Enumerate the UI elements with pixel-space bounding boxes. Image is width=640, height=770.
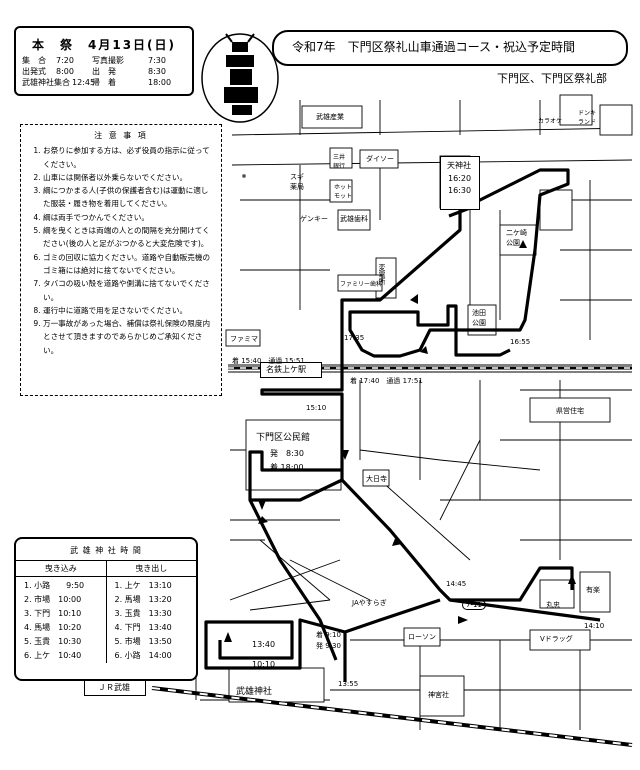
schedule-label: 集 合	[22, 56, 46, 65]
schedule-time: 12:45	[72, 78, 96, 87]
schedule-label: 出発式	[22, 67, 46, 76]
place-label: 変電所	[378, 264, 386, 285]
note-item: 綱につかまる人(子供の保護者含む)は運動に適した服装・履き物を着用してください。	[43, 184, 215, 211]
note-item: 綱を曳くときは両端の人との間隔を充分開けてください(後の人と足がぶつかると大変危…	[43, 224, 215, 251]
shrine-out-row: 5. 市場 13:50	[114, 637, 172, 646]
page-title: 令和7年 下門区祭礼山車通過コース・祝込予定時間	[292, 40, 576, 54]
place-label: ローソン	[408, 633, 436, 641]
time-label: 着 17:40 通過 17:51	[350, 377, 423, 385]
place-label: 大日寺	[366, 475, 387, 483]
shrine-schedule-box: 武 雄 神 社 時 間 曳き込み 曳き出し 1. 小路 9:50 2. 市場 1…	[14, 537, 198, 681]
place-label: ファミマ	[230, 335, 258, 343]
place-label: 7-11	[462, 600, 486, 610]
time-label: 17:35	[344, 334, 365, 342]
place-label: 武雄産業	[316, 113, 344, 121]
tenjinsha-label: 天神社	[447, 161, 471, 170]
shrine-col-out: 曳き出し	[135, 564, 168, 573]
tenjinsha-time: 16:30	[448, 186, 472, 195]
shrine-in-row: 2. 市場 10:00	[24, 595, 82, 604]
time-label: 13:55	[338, 680, 359, 688]
float-route	[204, 168, 601, 682]
shrine-in-row: 1. 小路 9:50	[24, 581, 85, 590]
place-label: ゲンキー	[300, 215, 328, 223]
place-label: 有楽	[586, 586, 600, 594]
shrine-out-row: 2. 馬場 13:20	[114, 595, 172, 604]
time-label: 14:45	[446, 580, 467, 588]
kominkan-dep: 発 8:30	[270, 449, 304, 458]
place-label: Vドラッグ	[540, 635, 573, 643]
schedule-time: 7:20	[56, 56, 74, 65]
place-label: カラオケ	[538, 118, 563, 125]
notes-box: 注 意 事 項 お祭りに参加する方は、必ず役員の指示に従ってください。 山車には…	[20, 124, 222, 396]
time-label: 13:40	[252, 640, 276, 649]
title-banner	[272, 30, 628, 66]
time-label: 発 9:30	[316, 642, 341, 650]
schedule-label: 写真撮影	[92, 56, 124, 65]
kominkan-label: 下門区公民館	[256, 433, 311, 443]
place-label: 神宮社	[428, 691, 449, 699]
tenjinsha-box	[440, 156, 480, 210]
note-item: 万一事故があった場合、補償は祭礼保険の限度内とさせて頂きますのであらかじめご承知…	[43, 317, 215, 357]
time-label: 着 9:10	[316, 631, 341, 639]
time-label: 16:55	[510, 338, 531, 346]
notes-list: お祭りに参加する方は、必ず役員の指示に従ってください。 山車には関係者以外乗らな…	[21, 144, 221, 357]
schedule-label: 帰 着	[92, 78, 116, 87]
time-label: 着 15:40 通過 15:51	[232, 357, 305, 365]
shrine-out-row: 6. 小路 14:00	[114, 651, 172, 660]
place-label: 池田 公園	[472, 309, 486, 327]
schedule-time: 7:30	[148, 56, 166, 65]
shrine-col-in: 曳き込み	[16, 561, 107, 576]
shrine-out-row: 3. 玉貴 13:30	[114, 609, 172, 618]
note-item: 運行中に道路で用を足さないでください。	[43, 304, 215, 317]
place-label: 県営住宅	[556, 407, 584, 415]
shrine-in-row: 4. 馬場 10:20	[24, 623, 82, 632]
meitetsu-station-box	[260, 362, 322, 378]
time-label: 14:10	[584, 622, 605, 630]
main-schedule-box	[14, 26, 194, 96]
shrine-in-row: 6. 上ケ 10:40	[24, 651, 82, 660]
schedule-time: 8:00	[56, 67, 74, 76]
shrine-schedule-title: 武 雄 神 社 時 間	[70, 546, 142, 555]
schedule-title: 本 祭 4月13日(日)	[32, 38, 177, 52]
place-label: 武雄歯科	[340, 215, 368, 223]
tenjinsha-time: 16:20	[448, 174, 472, 183]
kominkan-arr: 着 18:00	[270, 463, 304, 472]
note-item: タバコの吸い殻を道路や側溝に捨てないでください。	[43, 277, 215, 304]
place-label: 武雄神社	[236, 687, 273, 697]
route-arrows	[224, 196, 576, 642]
float-illustration-icon	[201, 33, 279, 123]
place-label: 三井 銀行	[333, 154, 346, 170]
organizer: 下門区、下門区祭礼部	[497, 72, 607, 85]
place-label: ドンキ ランド	[578, 110, 597, 126]
place-label: スギ 薬局	[290, 173, 304, 191]
notes-title: 注 意 事 項	[94, 131, 148, 140]
jr-station-label: ＪＲ武雄	[98, 683, 130, 692]
schedule-time: 18:00	[148, 78, 172, 87]
meitetsu-station-label: 名鉄上ケ駅	[266, 365, 306, 374]
note-item: 山車には関係者以外乗らないでください。	[43, 171, 215, 184]
schedule-label: 出 発	[92, 67, 116, 76]
jr-station-box	[84, 680, 146, 696]
place-label: 丸忠	[546, 601, 560, 609]
place-label: JAやすらぎ	[352, 599, 387, 607]
place-label: ファミリー歯科	[340, 281, 383, 288]
note-item: 綱は両手でつかんでください。	[43, 211, 215, 224]
place-label: ホット モット	[334, 184, 353, 200]
note-item: ゴミの回収に協力ください。道路や自動販売機のゴミ箱には絶対に捨てないでください。	[43, 251, 215, 278]
schedule-label: 武雄神社集合	[22, 78, 70, 87]
shrine-out-row: 4. 下門 13:40	[114, 623, 172, 632]
schedule-time: 8:30	[148, 67, 166, 76]
schedule-rows: 集 合 7:20 写真撮影 7:30 出発式 8:00 出 発 8:30 武雄神…	[22, 55, 184, 88]
place-label: 二ケ崎 公園	[506, 229, 527, 247]
shrine-out-row: 1. 上ケ 13:10	[114, 581, 172, 590]
note-item: お祭りに参加する方は、必ず役員の指示に従ってください。	[43, 144, 215, 171]
shrine-in-row: 5. 玉貴 10:30	[24, 637, 82, 646]
shrine-in-row: 3. 下門 10:10	[24, 609, 82, 618]
place-label: ダイソー	[366, 155, 394, 163]
time-label: 10:10	[252, 660, 276, 669]
time-label: 15:10	[306, 404, 327, 412]
